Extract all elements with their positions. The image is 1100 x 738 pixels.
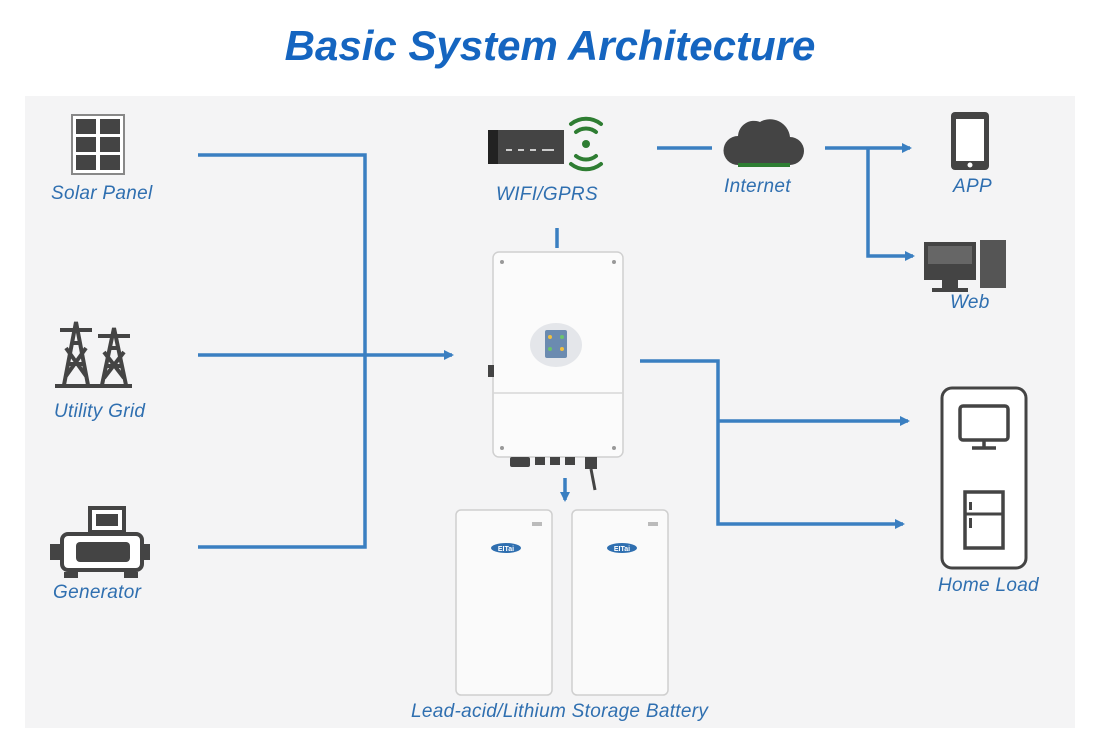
solar-panel-icon — [71, 114, 125, 175]
tv-icon — [958, 404, 1010, 450]
utility-grid-label: Utility Grid — [54, 401, 146, 422]
generator-icon — [50, 506, 150, 578]
inverter-icon — [488, 251, 624, 491]
internet-to-web-line — [866, 148, 915, 261]
app-label: APP — [953, 176, 992, 197]
page-title: Basic System Architecture — [284, 22, 816, 69]
tablet-icon — [951, 112, 989, 170]
wifi-signal-icon — [569, 116, 603, 172]
connectors — [198, 143, 915, 549]
battery-brand-left: EITai — [498, 546, 514, 553]
home-load-label: Home Load — [938, 575, 1039, 596]
web-label: Web — [950, 292, 990, 313]
generator-label: Generator — [53, 582, 142, 603]
internet-label: Internet — [724, 176, 791, 197]
cloud-icon — [723, 119, 804, 167]
battery-icon: EITai EITai — [455, 509, 669, 696]
inverter-to-load-line — [640, 359, 905, 529]
solar-panel-label: Solar Panel — [51, 183, 153, 204]
refrigerator-icon — [963, 490, 1005, 550]
battery-label: Lead-acid/Lithium Storage Battery — [411, 701, 709, 722]
wifi-router-icon — [488, 130, 564, 164]
transmission-tower-icon — [55, 321, 132, 388]
battery-brand-right: EITai — [614, 546, 630, 553]
wifi-gprs-label: WIFI/GPRS — [496, 184, 598, 205]
battery-logo-left — [491, 543, 521, 553]
computer-icon — [924, 240, 1006, 292]
solar-line — [198, 153, 367, 549]
battery-logo-right — [607, 543, 637, 553]
